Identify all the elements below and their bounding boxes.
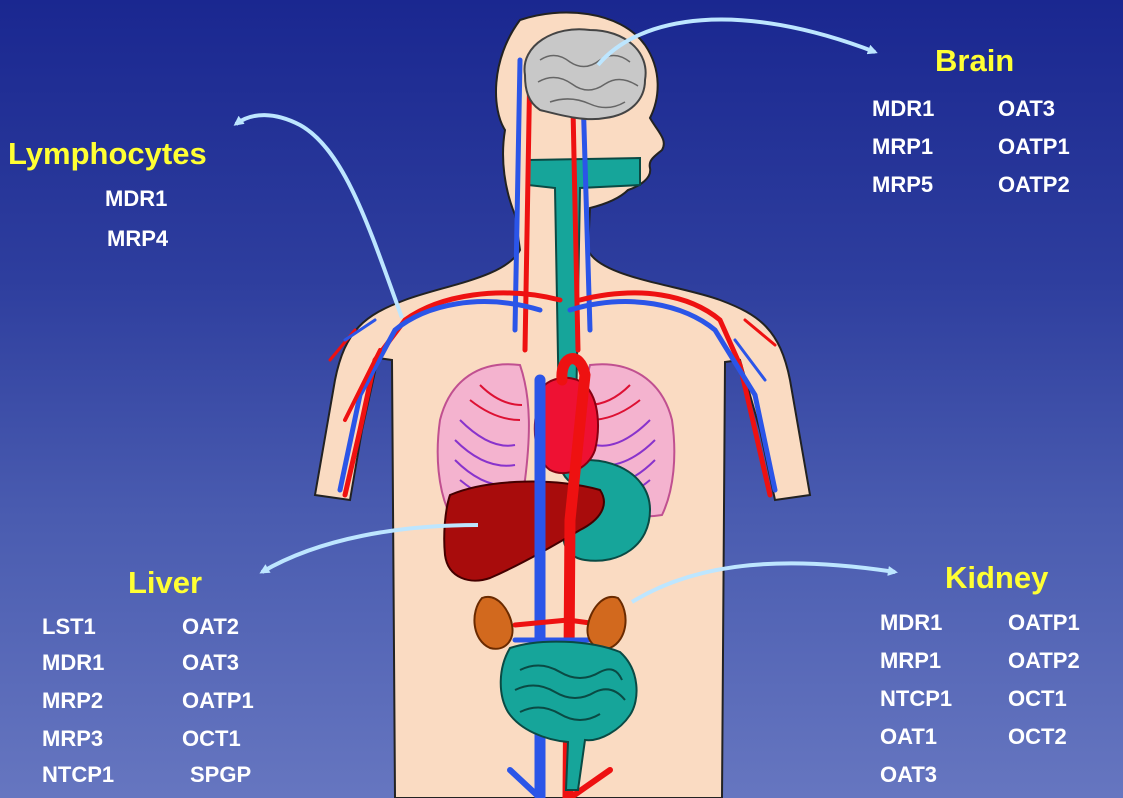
brain-transporter: MRP1	[872, 136, 933, 158]
brain-transporter: OATP2	[998, 174, 1070, 196]
liver-transporter: MRP3	[42, 728, 103, 750]
liver-transporter: OAT3	[182, 652, 239, 674]
liver-transporter: OAT2	[182, 616, 239, 638]
liver-transporter: OCT1	[182, 728, 241, 750]
kidney-transporter: OAT3	[880, 764, 937, 786]
lymphocytes-transporter: MDR1	[105, 188, 167, 210]
kidney-transporter: OATP2	[1008, 650, 1080, 672]
liver-transporter: MRP2	[42, 690, 103, 712]
liver-transporter: MDR1	[42, 652, 104, 674]
kidney-transporter: MRP1	[880, 650, 941, 672]
kidney-title: Kidney	[945, 562, 1048, 593]
kidney-transporter: OCT1	[1008, 688, 1067, 710]
brain-transporter: OATP1	[998, 136, 1070, 158]
lymphocytes-transporter: MRP4	[107, 228, 168, 250]
liver-transporter: OATP1	[182, 690, 254, 712]
liver-title: Liver	[128, 567, 202, 598]
kidney-transporter: OAT1	[880, 726, 937, 748]
lymphocytes-arrow	[236, 115, 402, 318]
kidney-transporter: OCT2	[1008, 726, 1067, 748]
kidney-transporter: MDR1	[880, 612, 942, 634]
brain-title: Brain	[935, 45, 1014, 76]
brain-transporter: MRP5	[872, 174, 933, 196]
liver-transporter: LST1	[42, 616, 96, 638]
liver-transporter: SPGP	[190, 764, 251, 786]
kidney-transporter: NTCP1	[880, 688, 952, 710]
brain-transporter: MDR1	[872, 98, 934, 120]
kidney-transporter: OATP1	[1008, 612, 1080, 634]
lymphocytes-title: Lymphocytes	[8, 138, 207, 169]
brain-transporter: OAT3	[998, 98, 1055, 120]
liver-transporter: NTCP1	[42, 764, 114, 786]
